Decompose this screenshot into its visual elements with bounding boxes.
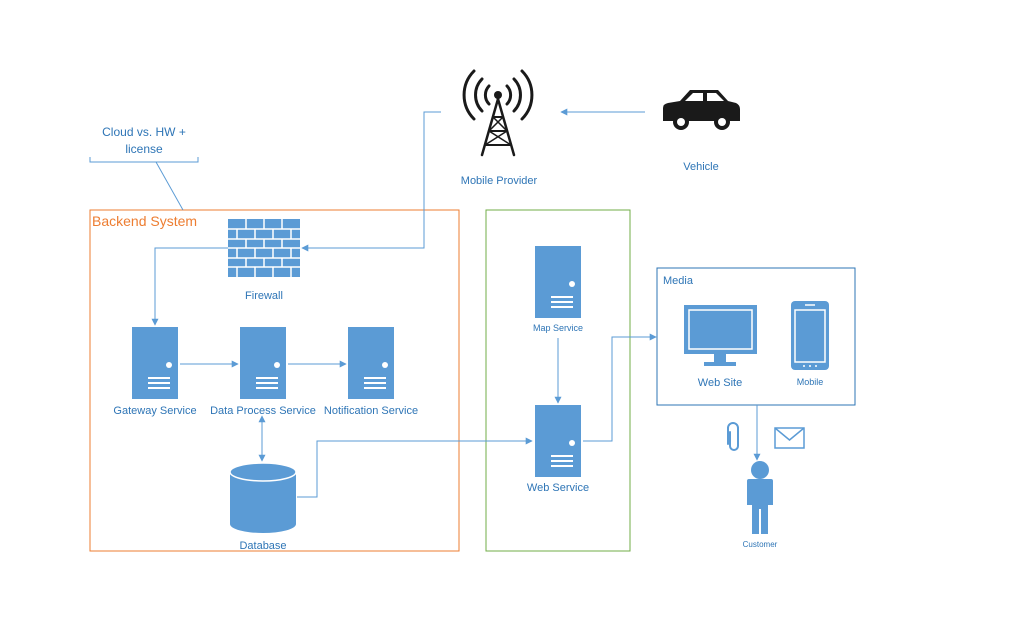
connector-webservice-to-media (583, 333, 657, 442)
server-tower-icon (240, 327, 286, 399)
database-label: Database (239, 540, 286, 552)
web-site-label: Web Site (698, 377, 742, 389)
server-tower-icon (348, 327, 394, 399)
media-title: Media (663, 275, 694, 287)
notification-service-node: Notification Service (324, 327, 418, 417)
vehicle-label: Vehicle (683, 161, 718, 173)
car-icon (663, 90, 740, 130)
server-tower-icon (132, 327, 178, 399)
server-tower-icon (535, 405, 581, 477)
mobile-provider-label: Mobile Provider (461, 175, 538, 187)
firewall-label: Firewall (245, 290, 283, 302)
smartphone-icon (791, 301, 829, 370)
brick-wall-icon (228, 219, 300, 277)
services-container (485, 209, 631, 552)
web-service-node: Web Service (527, 405, 589, 494)
firewall-node: Firewall (228, 219, 300, 302)
monitor-icon (684, 305, 757, 366)
paperclip-icon (727, 422, 739, 451)
annotation-line-1: Cloud vs. HW + (102, 125, 186, 139)
customer-label: Customer (743, 540, 778, 549)
gateway-service-node: Gateway Service (113, 327, 197, 417)
web-service-label: Web Service (527, 482, 589, 494)
connectors (151, 108, 761, 498)
vehicle-node: Vehicle (663, 90, 740, 173)
annotation-line-2: license (125, 142, 163, 156)
web-site-node: Web Site (684, 305, 757, 389)
customer-node: Customer (743, 461, 778, 549)
data-process-service-node: Data Process Service (210, 327, 316, 417)
server-tower-icon (535, 246, 581, 318)
envelope-icon (774, 427, 805, 449)
gateway-service-label: Gateway Service (113, 405, 196, 417)
backend-system-container (89, 209, 460, 552)
map-service-label: Map Service (533, 323, 583, 333)
mobile-node: Mobile (791, 301, 829, 387)
radio-tower-icon (462, 69, 534, 157)
connector-provider-to-firewall (301, 111, 441, 252)
data-process-service-label: Data Process Service (210, 405, 316, 417)
notification-service-label: Notification Service (324, 405, 418, 417)
connector-firewall-to-gateway (151, 247, 228, 326)
database-node: Database (229, 462, 297, 552)
map-service-node: Map Service (533, 246, 583, 333)
backend-system-title: Backend System (92, 213, 197, 229)
mobile-provider-node: Mobile Provider (461, 69, 538, 187)
media-container (656, 267, 856, 406)
cloud-annotation: Cloud vs. HW + license (89, 125, 199, 211)
database-cylinder-icon (229, 462, 297, 533)
person-icon (747, 461, 773, 534)
mobile-label: Mobile (797, 377, 824, 387)
connector-database-to-webservice (297, 437, 533, 498)
